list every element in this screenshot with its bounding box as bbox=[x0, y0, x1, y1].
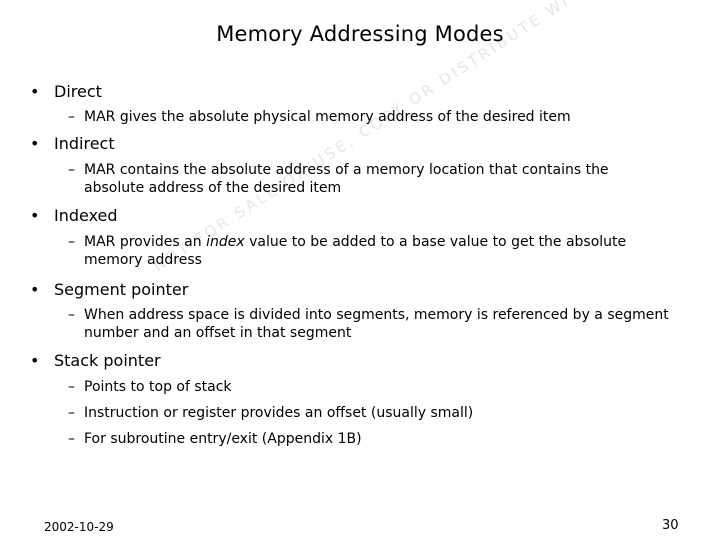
bullet-label: Segment pointer bbox=[54, 280, 189, 299]
sub-text-continuation: absolute address of the desired item bbox=[84, 180, 342, 196]
sub-text-pre: MAR provides an bbox=[84, 234, 207, 250]
bullet-marker: • bbox=[30, 82, 40, 101]
sub-marker: – bbox=[68, 379, 75, 395]
sub-item: –When address space is divided into segm… bbox=[68, 306, 669, 342]
sub-item: –For subroutine entry/exit (Appendix 1B) bbox=[68, 430, 362, 448]
sub-marker: – bbox=[68, 162, 75, 178]
bullet-stack-pointer: • Stack pointer bbox=[30, 351, 161, 370]
bullet-label: Indirect bbox=[54, 134, 115, 153]
sub-text: MAR gives the absolute physical memory a… bbox=[84, 109, 571, 125]
page-number: 30 bbox=[662, 518, 679, 533]
sub-text-post: value to be added to a base value to get… bbox=[244, 234, 627, 250]
sub-text: Instruction or register provides an offs… bbox=[84, 405, 474, 421]
slide-title: Memory Addressing Modes bbox=[216, 22, 504, 46]
sub-text: Points to top of stack bbox=[84, 379, 232, 395]
sub-item: –MAR contains the absolute address of a … bbox=[68, 161, 609, 197]
sub-marker: – bbox=[68, 307, 75, 323]
bullet-indexed: • Indexed bbox=[30, 206, 118, 225]
sub-text-continuation: number and an offset in that segment bbox=[84, 325, 352, 341]
sub-item: –Instruction or register provides an off… bbox=[68, 404, 473, 422]
sub-marker: – bbox=[68, 431, 75, 447]
sub-text-emphasis: index bbox=[206, 234, 245, 250]
sub-text-continuation: memory address bbox=[84, 252, 202, 268]
sub-item: –Points to top of stack bbox=[68, 378, 232, 396]
bullet-direct: • Direct bbox=[30, 82, 102, 101]
sub-marker: – bbox=[68, 234, 75, 250]
bullet-marker: • bbox=[30, 206, 40, 225]
sub-item: –MAR provides an index value to be added… bbox=[68, 233, 626, 269]
sub-marker: – bbox=[68, 405, 75, 421]
sub-marker: – bbox=[68, 109, 75, 125]
bullet-segment-pointer: • Segment pointer bbox=[30, 280, 188, 299]
bullet-indirect: • Indirect bbox=[30, 134, 115, 153]
sub-item: –MAR gives the absolute physical memory … bbox=[68, 108, 571, 126]
bullet-marker: • bbox=[30, 351, 40, 370]
bullet-label: Stack pointer bbox=[54, 351, 161, 370]
sub-text: When address space is divided into segme… bbox=[84, 307, 669, 323]
footer-date: 2002-10-29 bbox=[44, 520, 114, 534]
sub-text: For subroutine entry/exit (Appendix 1B) bbox=[84, 431, 362, 447]
bullet-label: Indexed bbox=[54, 206, 118, 225]
bullet-marker: • bbox=[30, 134, 40, 153]
bullet-label: Direct bbox=[54, 82, 102, 101]
bullet-marker: • bbox=[30, 280, 40, 299]
sub-text: MAR contains the absolute address of a m… bbox=[84, 162, 609, 178]
